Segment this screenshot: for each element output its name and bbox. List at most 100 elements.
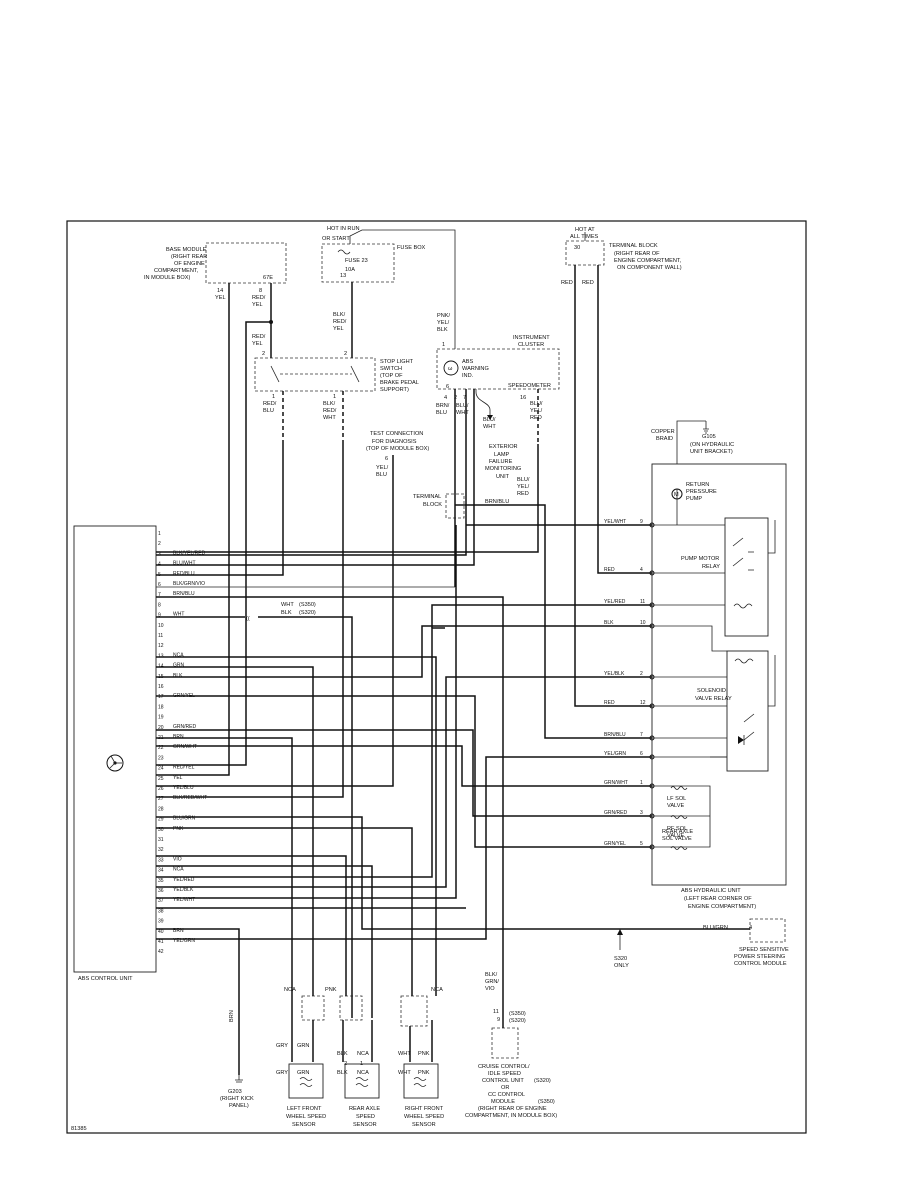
- svg-text:CLUSTER: CLUSTER: [518, 342, 544, 348]
- instrument-cluster: PNK/ YEL/ BLK INSTRUMENT CLUSTER 1 ω ABS…: [436, 313, 560, 430]
- test-connection: TEST CONNECTION FOR DIAGNOSIS (TOP OF MO…: [366, 431, 429, 478]
- svg-text:SWITCH: SWITCH: [380, 366, 402, 372]
- svg-text:YEL: YEL: [333, 326, 344, 332]
- svg-text:RETURN: RETURN: [686, 482, 709, 488]
- acu-pin-number: 26: [158, 786, 164, 792]
- svg-text:BLK: BLK: [437, 327, 448, 333]
- svg-text:FUSE 23: FUSE 23: [345, 258, 368, 264]
- hydraulic-pin-wire: GRN/WHT: [604, 780, 628, 786]
- svg-text:BLK: BLK: [337, 1070, 348, 1076]
- svg-text:RIGHT FRONT: RIGHT FRONT: [405, 1106, 444, 1112]
- svg-text:NCA: NCA: [357, 1070, 369, 1076]
- svg-text:16: 16: [520, 395, 526, 401]
- acu-pin-number: 27: [158, 796, 164, 802]
- svg-text:SENSOR: SENSOR: [412, 1122, 436, 1128]
- svg-text:YEL/: YEL/: [530, 408, 543, 414]
- svg-text:CONTROL UNIT: CONTROL UNIT: [482, 1078, 524, 1084]
- svg-text:4: 4: [444, 395, 447, 401]
- acu-pin-number: 28: [158, 806, 164, 812]
- svg-text:30: 30: [574, 245, 580, 251]
- svg-text:CRUISE CONTROL/: CRUISE CONTROL/: [478, 1064, 530, 1070]
- splice-note: WHT (S350) BLK (S320): [281, 602, 316, 616]
- svg-text:WHT: WHT: [323, 415, 336, 421]
- diagram-frame: [66, 220, 807, 1134]
- svg-text:RED: RED: [517, 491, 529, 497]
- acu-pin-wire: YEL/WHT: [173, 897, 195, 903]
- svg-text:(RIGHT REAR OF ENGINE: (RIGHT REAR OF ENGINE: [478, 1106, 547, 1112]
- svg-text:OF ENGINE: OF ENGINE: [174, 261, 205, 267]
- acu-pin-number: 31: [158, 837, 164, 843]
- svg-text:(RIGHT KICK: (RIGHT KICK: [220, 1096, 254, 1102]
- acu-pin-number: 32: [158, 847, 164, 853]
- svg-text:FOR DIAGNOSIS: FOR DIAGNOSIS: [372, 439, 417, 445]
- svg-text:SENSOR: SENSOR: [292, 1122, 316, 1128]
- svg-text:UNIT: UNIT: [496, 474, 510, 480]
- svg-text:YEL/: YEL/: [437, 320, 450, 326]
- svg-text:GRN/: GRN/: [485, 979, 499, 985]
- svg-text:(S320): (S320): [299, 610, 316, 616]
- svg-text:POWER STEERING: POWER STEERING: [734, 954, 785, 960]
- fuse-box: HOT IN RUN OR START FUSE BOX FUSE 23 10A…: [321, 226, 426, 332]
- svg-text:67E: 67E: [263, 275, 273, 281]
- hydraulic-pin-number: 1: [640, 780, 643, 786]
- right-front-wheel-sensor: NCA WHT PNK WHT PNK RIGHT FRONT WHEEL SP…: [398, 987, 444, 1128]
- svg-text:BRN: BRN: [229, 1010, 235, 1022]
- svg-text:CC CONTROL: CC CONTROL: [488, 1092, 525, 1098]
- svg-text:OR: OR: [501, 1085, 509, 1091]
- svg-text:BLU/: BLU/: [456, 403, 469, 409]
- svg-text:BLU/: BLU/: [530, 401, 543, 407]
- svg-text:RED/: RED/: [252, 334, 266, 340]
- svg-text:(ON HYDRAULIC: (ON HYDRAULIC: [690, 442, 734, 448]
- svg-text:RED/: RED/: [323, 408, 337, 414]
- svg-text:VALVE: VALVE: [667, 833, 684, 839]
- svg-text:13: 13: [340, 273, 346, 279]
- abs-hydraulic-unit: ABS HYDRAULIC UNIT (LEFT REAR CORNER OF …: [604, 463, 787, 910]
- svg-text:NCA: NCA: [357, 1051, 369, 1057]
- left-front-wheel-sensor: NCA PNK GRY GRN GRY GRN LEFT FRONT WHEEL…: [276, 987, 337, 1128]
- acu-pin-number: 42: [158, 949, 164, 955]
- svg-text:RED/: RED/: [263, 401, 277, 407]
- acu-pin-wire: GRN/WHT: [173, 744, 197, 750]
- svg-text:ON COMPONENT WALL): ON COMPONENT WALL): [617, 265, 682, 271]
- acu-pin-wire: YEL/BLU: [173, 785, 194, 791]
- svg-text:RED/: RED/: [333, 319, 347, 325]
- speed-sensitive-module: BLU/GRN 4 SPEED SENSITIVE POWER STEERING…: [614, 918, 789, 969]
- acu-pin-wire: BLK/RED/WHT: [173, 795, 207, 801]
- hydraulic-pin-wire: RED: [604, 567, 615, 573]
- svg-text:IN MODULE BOX): IN MODULE BOX): [144, 275, 190, 281]
- svg-text:(RIGHT REAR: (RIGHT REAR: [171, 254, 207, 260]
- svg-text:(S350): (S350): [299, 602, 316, 608]
- svg-text:TEST CONNECTION: TEST CONNECTION: [370, 431, 423, 437]
- svg-text:6: 6: [385, 456, 388, 462]
- svg-text:BLU/GRN: BLU/GRN: [703, 925, 728, 931]
- svg-text:SPEED SENSITIVE: SPEED SENSITIVE: [739, 947, 789, 953]
- svg-text:LAMP: LAMP: [494, 452, 510, 458]
- hydraulic-pin-wire: YEL/RED: [604, 599, 626, 605]
- svg-text:LF SOL: LF SOL: [667, 796, 686, 802]
- svg-text:(S320): (S320): [534, 1078, 551, 1084]
- svg-text:RED: RED: [582, 280, 594, 286]
- svg-text:GRN: GRN: [297, 1043, 309, 1049]
- svg-text:BRAKE PEDAL: BRAKE PEDAL: [380, 380, 419, 386]
- cruise-control-unit: BLK/ GRN/ VIO 11 (S350) 9 (S320) CRUISE …: [465, 972, 557, 1119]
- acu-pin-wire: YEL/GRN: [173, 938, 195, 944]
- svg-text:WHT: WHT: [398, 1070, 411, 1076]
- hydraulic-pin-wire: YEL/WHT: [604, 519, 626, 525]
- svg-text:PNK: PNK: [325, 987, 337, 993]
- svg-text:BLK/: BLK/: [323, 401, 336, 407]
- svg-text:NCA: NCA: [431, 987, 443, 993]
- svg-text:YEL/: YEL/: [376, 465, 389, 471]
- svg-text:WHT: WHT: [483, 424, 496, 430]
- acu-pin-wire: YEL: [173, 775, 183, 781]
- svg-text:HOT AT: HOT AT: [575, 227, 595, 233]
- svg-text:PANEL): PANEL): [229, 1103, 249, 1109]
- acu-pin-number: 19: [158, 715, 164, 721]
- hydraulic-pin-wire: YEL/GRN: [604, 751, 626, 757]
- acu-pin-wire: NCA: [173, 867, 184, 873]
- acu-pin-number: 22: [158, 745, 164, 751]
- svg-text:10A: 10A: [345, 267, 355, 273]
- svg-text:WHT: WHT: [281, 602, 294, 608]
- svg-text:ω: ω: [448, 366, 453, 372]
